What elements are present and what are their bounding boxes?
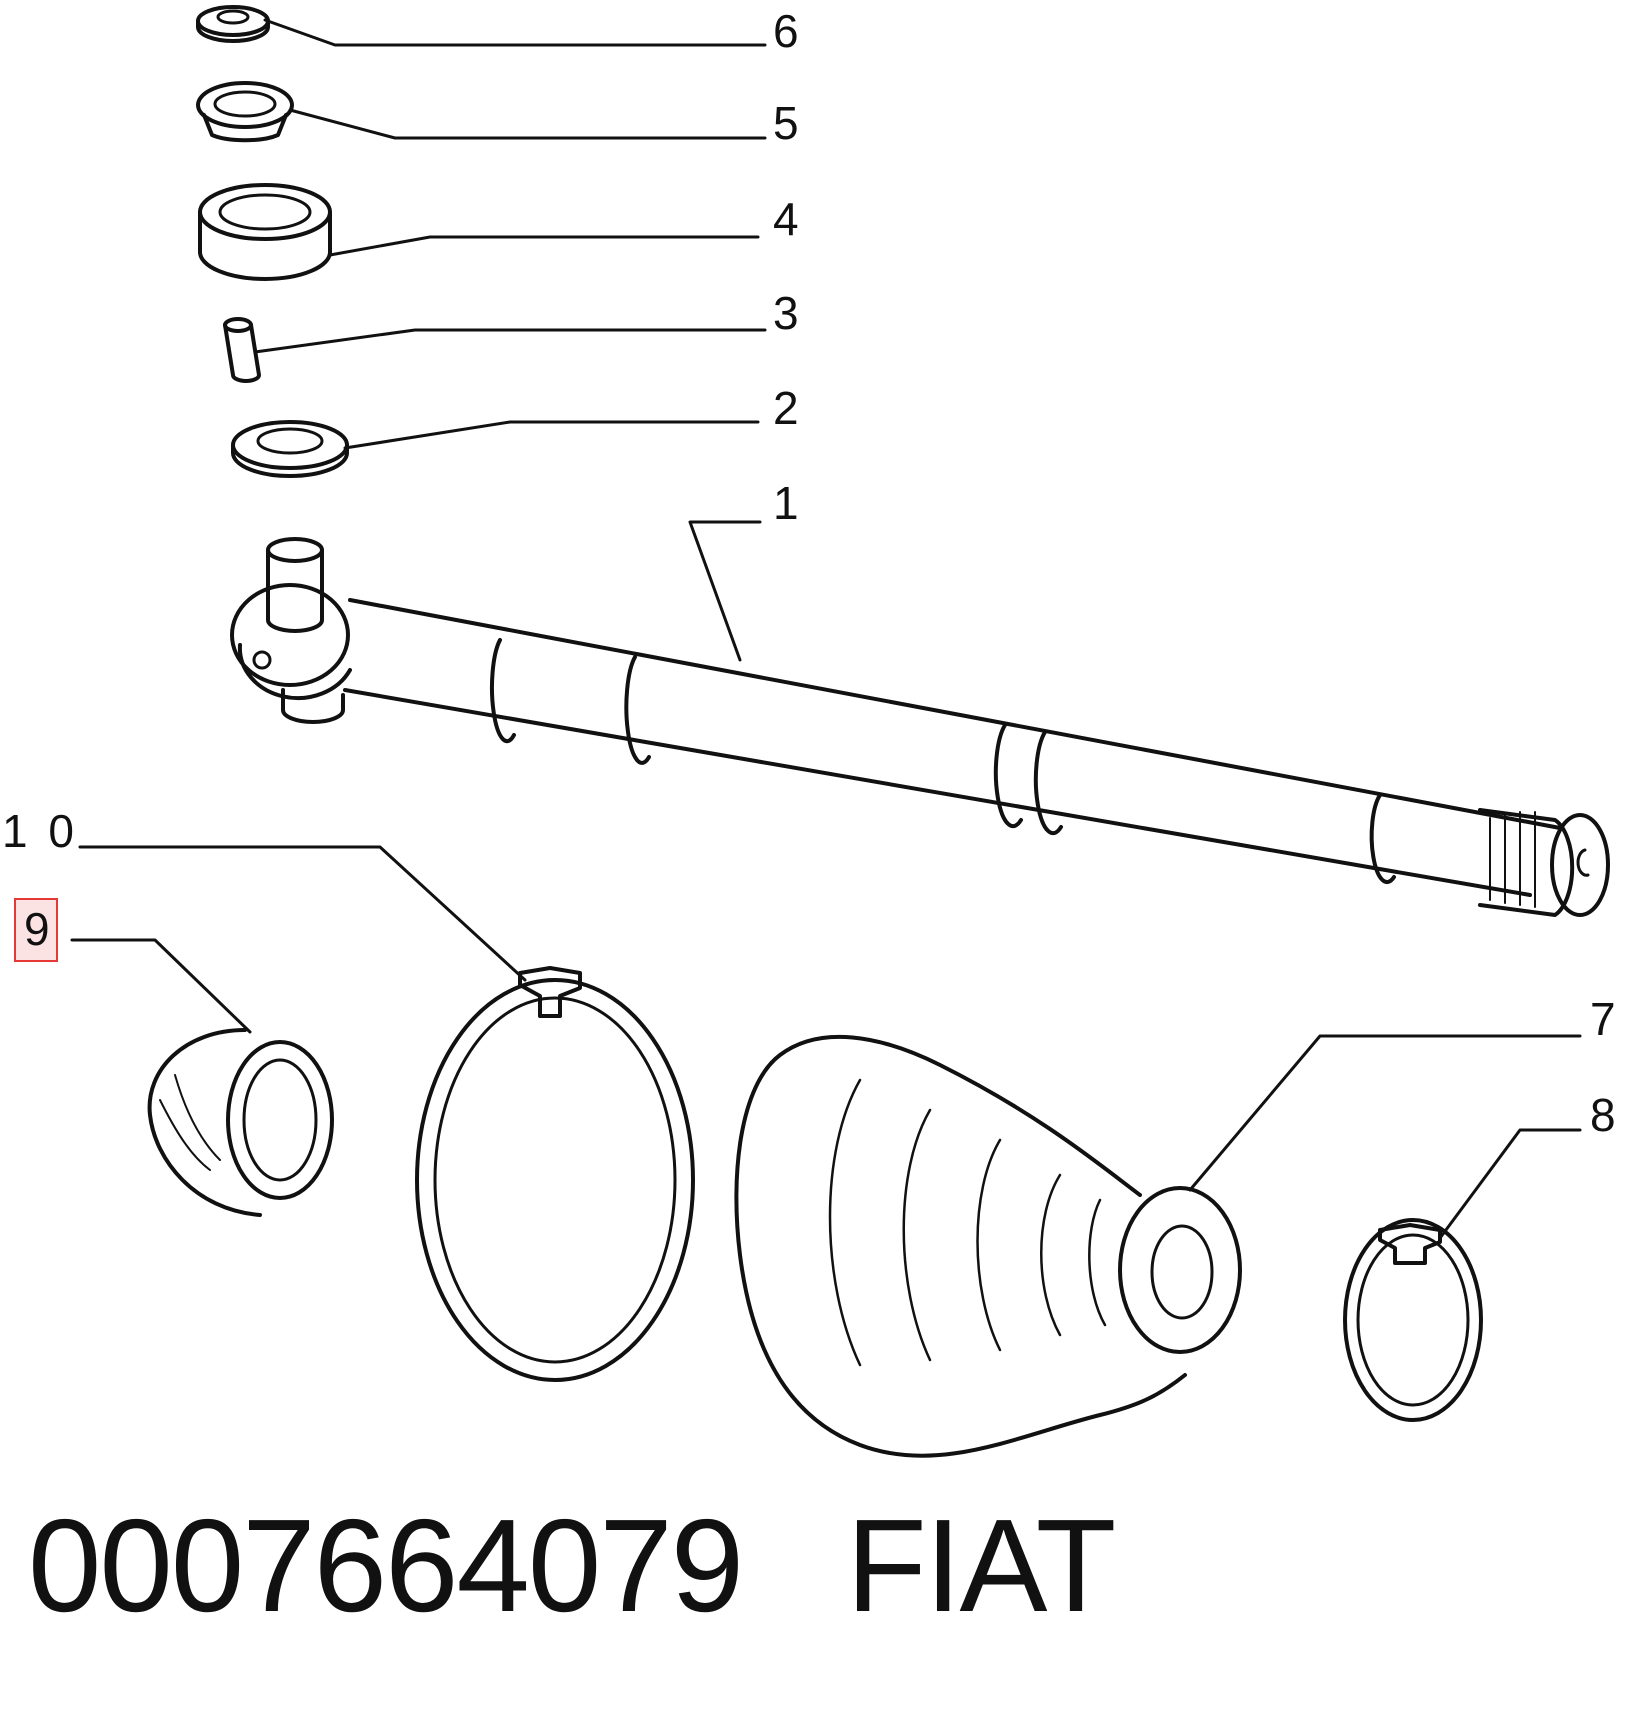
part-10-large-clamp [415,966,695,1382]
callout-4: 4 [773,193,799,245]
callout-8: 8 [1590,1089,1616,1141]
part-4-bearing-cup [198,183,332,281]
callout-9-highlighted[interactable]: 9 [14,898,58,962]
leader-lines [70,18,1582,1240]
callout-2: 2 [773,382,799,434]
callout-1: 1 [773,477,799,529]
part-9-seal [147,1028,334,1217]
brand-name: FIAT [846,1492,1116,1639]
part-3-pin [223,317,261,383]
part-5-bushing [196,81,294,143]
part-6-washer [196,5,270,43]
callout-6: 6 [773,5,799,57]
part-8-small-clamp [1343,1218,1483,1422]
part-2-washer [231,420,349,478]
callout-10: 1 0 [2,805,78,857]
callout-3: 3 [773,287,799,339]
part-7-boot [734,1034,1242,1458]
part-number: 0007664079 [28,1492,744,1639]
callout-7: 7 [1590,993,1616,1045]
callout-5: 5 [773,97,799,149]
part-caption: 0007664079 FIAT [28,1500,1116,1632]
part-1-drive-shaft [230,537,1610,917]
